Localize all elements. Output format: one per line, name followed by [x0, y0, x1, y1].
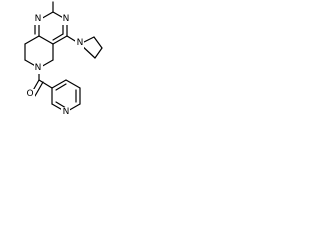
bond — [94, 47, 103, 59]
bond — [24, 35, 40, 45]
atom-label-n: N — [63, 14, 70, 24]
structure-canvas: N N N N O N — [0, 0, 107, 150]
atom-label-n: N — [35, 63, 42, 73]
bond — [52, 33, 64, 41]
bond — [51, 79, 67, 89]
atom-bg — [75, 38, 84, 49]
bond — [65, 79, 81, 89]
bond — [38, 79, 53, 89]
atom-bg — [34, 14, 43, 25]
atom-bg — [62, 14, 71, 25]
atom-label-n: N — [63, 107, 70, 117]
atom-label-n: N — [77, 38, 84, 48]
atom-bg — [61, 107, 70, 118]
bond — [52, 35, 68, 45]
atom-label-n: N — [35, 14, 42, 24]
pyrrolidine-ring — [66, 35, 103, 59]
atom-bg — [25, 89, 35, 100]
bond — [34, 81, 44, 97]
bond — [55, 83, 67, 91]
atom-bg — [34, 63, 43, 74]
molecule-structure: N N N N O N — [24, 1, 103, 118]
bond — [93, 36, 103, 49]
bond — [38, 35, 54, 45]
atom-label-o: O — [26, 89, 33, 99]
pyridine-ring — [51, 79, 81, 113]
